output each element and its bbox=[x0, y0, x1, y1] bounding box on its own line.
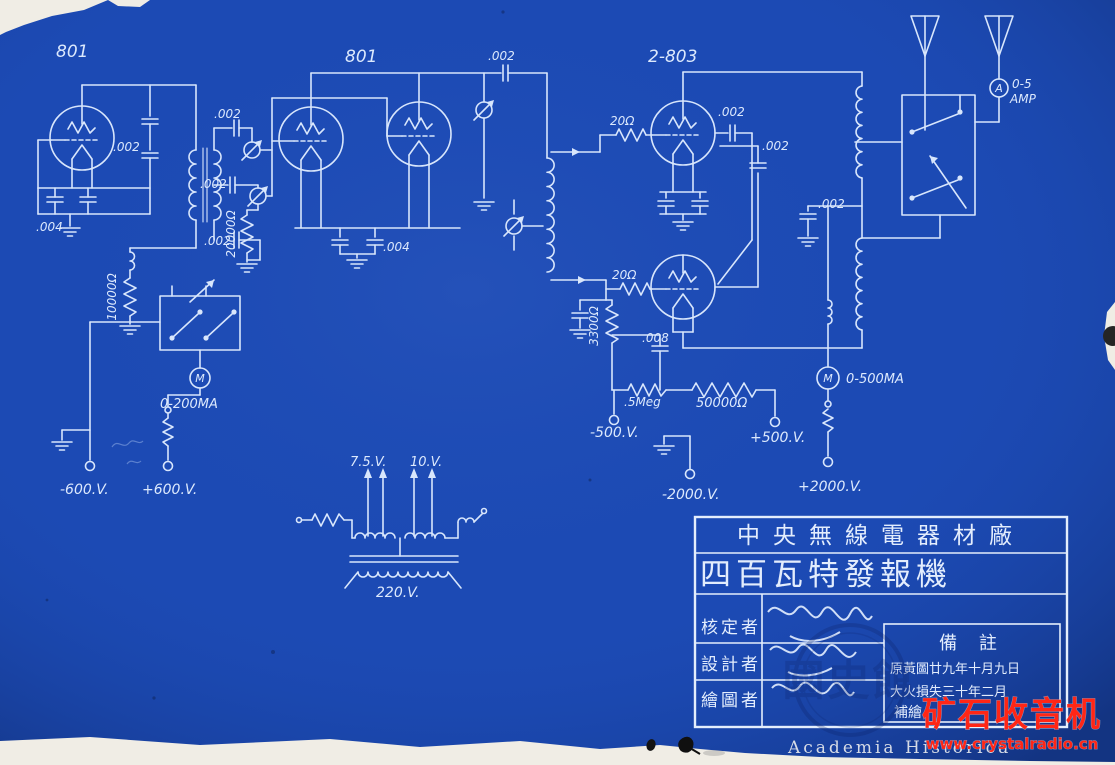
tube-label: 801 bbox=[345, 47, 377, 67]
note-line: 大火損失三十年二月 bbox=[890, 685, 1007, 700]
voltage-label: 10.V. bbox=[410, 455, 442, 470]
capacitor-value: .002 bbox=[200, 177, 227, 191]
grid-resistor-20 bbox=[619, 282, 651, 296]
supply-label: -2000.V. bbox=[662, 487, 720, 503]
capacitor-value: .002 bbox=[113, 140, 140, 154]
supply-label: -600.V. bbox=[60, 482, 109, 498]
filament-rheostat bbox=[311, 513, 345, 527]
meter-unit: AMP bbox=[1009, 92, 1037, 106]
site-watermark-name: 矿石收音机 bbox=[922, 695, 1102, 735]
drawn-by-label: 繪圖者 bbox=[701, 691, 761, 711]
resistor-value: 20Ω bbox=[612, 268, 637, 282]
primary-winding-220v bbox=[357, 571, 449, 578]
note-line: 原黃圖廿九年十月九日 bbox=[890, 662, 1020, 677]
smudge bbox=[703, 750, 725, 756]
signature-drafter bbox=[771, 681, 855, 697]
stage3-power-amplifier-circuit bbox=[569, 15, 1014, 480]
resistor-value: 3300Ω bbox=[587, 305, 601, 346]
tank-coil bbox=[546, 157, 555, 273]
resistor-value: .5Meg bbox=[624, 395, 661, 409]
pa-tank-coil-upper bbox=[855, 85, 863, 179]
note-line: 補繪 bbox=[894, 704, 922, 721]
secondary-winding-7v bbox=[354, 532, 396, 539]
archive-caption: Academia Historica bbox=[787, 738, 1011, 758]
fuse-resistor bbox=[162, 417, 174, 447]
capacitor-value: .004 bbox=[383, 240, 410, 254]
title-block: 中央無線電器材廠 四百瓦特發報機 核定者 設計者 繪圖者 備 註 原黃圖廿九年十… bbox=[693, 515, 1069, 729]
signature-approver bbox=[767, 605, 873, 642]
capacitor-value: .004 bbox=[36, 220, 63, 234]
signature-designer bbox=[769, 643, 857, 677]
osc-coil-left bbox=[188, 149, 197, 221]
pa-tank-coil-lower bbox=[855, 237, 863, 331]
site-watermark-url: www.crystalradio.cn bbox=[926, 735, 1099, 753]
supply-label: +2000.V. bbox=[798, 479, 862, 495]
meter-letter: A bbox=[994, 82, 1003, 95]
voltage-label: 220.V. bbox=[376, 585, 420, 601]
capacitor-value: .002 bbox=[818, 197, 845, 211]
meter-range: 0-500MA bbox=[846, 372, 904, 387]
resistor-3300 bbox=[605, 304, 619, 344]
designed-by-label: 設計者 bbox=[701, 655, 761, 675]
rf-choke bbox=[827, 299, 833, 325]
approved-by-label: 核定者 bbox=[701, 618, 761, 638]
tube-label: 801 bbox=[56, 42, 88, 62]
resistor-value: 20000Ω bbox=[224, 209, 238, 257]
resistor-value: 10000Ω bbox=[105, 272, 119, 320]
supply-label: +600.V. bbox=[142, 482, 197, 498]
capacitor-value: .002 bbox=[718, 105, 745, 119]
pencil-scribble bbox=[126, 460, 142, 465]
device-name: 四百瓦特發報機 bbox=[700, 557, 952, 593]
grid-resistor-20 bbox=[615, 128, 647, 142]
meter-letter: M bbox=[823, 372, 833, 385]
schematic-labels: 801 801 2-803 .002 .002 .002 .002 .002 .… bbox=[36, 42, 1037, 601]
resistor-20000 bbox=[240, 214, 254, 254]
pencil-scribble bbox=[111, 440, 144, 448]
stage2-amplifier-circuit bbox=[259, 64, 621, 301]
fuse-resistor bbox=[822, 408, 834, 433]
capacitor-value: .002 bbox=[214, 107, 241, 121]
binder-hole bbox=[1103, 326, 1115, 346]
tube-label: 2-803 bbox=[648, 47, 697, 67]
ink-blot bbox=[646, 739, 656, 751]
archive-stamp: 國史館 bbox=[782, 623, 917, 737]
antenna-switch-box bbox=[901, 94, 976, 216]
stamp-text: 國史館 bbox=[782, 656, 917, 705]
resistor-10000 bbox=[123, 277, 137, 317]
notes-box bbox=[883, 623, 1061, 723]
meter-range: 0-5 bbox=[1012, 77, 1032, 91]
notes-header: 備 註 bbox=[939, 633, 1005, 654]
meter-range: 0-200MA bbox=[160, 397, 218, 412]
meter-letter: M bbox=[195, 372, 205, 385]
supply-label: +500.V. bbox=[750, 430, 805, 446]
supply-label: -500.V. bbox=[590, 425, 639, 441]
resistor-50000 bbox=[691, 382, 757, 398]
stage1-oscillator-circuit bbox=[37, 84, 269, 472]
rf-choke bbox=[129, 251, 136, 271]
voltage-label: 7.5.V. bbox=[350, 455, 386, 470]
secondary-winding-10v bbox=[404, 532, 446, 539]
capacitor-value: .008 bbox=[642, 331, 669, 345]
ink-blot bbox=[678, 736, 701, 755]
filament-transformer bbox=[295, 468, 488, 589]
factory-name: 中央無線電器材廠 bbox=[737, 523, 1025, 549]
resistor-value: 20Ω bbox=[610, 114, 635, 128]
resistor-value: 50000Ω bbox=[696, 396, 747, 411]
capacitor-value: .002 bbox=[204, 234, 231, 248]
capacitor-value: .002 bbox=[762, 139, 789, 153]
scan-specks bbox=[45, 10, 592, 700]
resistor-half-meg bbox=[627, 383, 667, 397]
capacitor-value: .002 bbox=[488, 49, 515, 63]
